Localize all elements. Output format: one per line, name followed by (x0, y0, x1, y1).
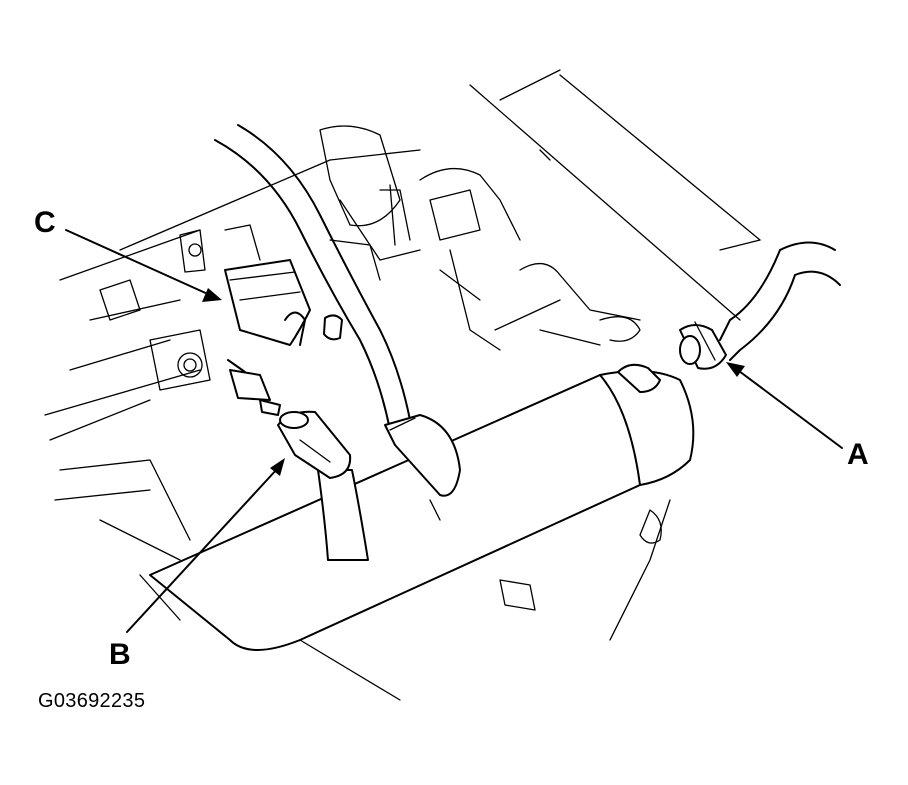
breather-hose-lower (317, 469, 369, 561)
callout-b-label: B (109, 638, 131, 671)
connector-c (224, 259, 343, 346)
connector-b (277, 410, 352, 479)
callout-leaders (65, 229, 843, 633)
figure-id: G03692235 (38, 690, 146, 712)
hose-a (617, 241, 841, 393)
callout-c-label: C (34, 206, 56, 239)
callout-a-label: A (847, 438, 869, 471)
wire-connector (227, 359, 281, 416)
breather-hose-upper (214, 124, 461, 497)
